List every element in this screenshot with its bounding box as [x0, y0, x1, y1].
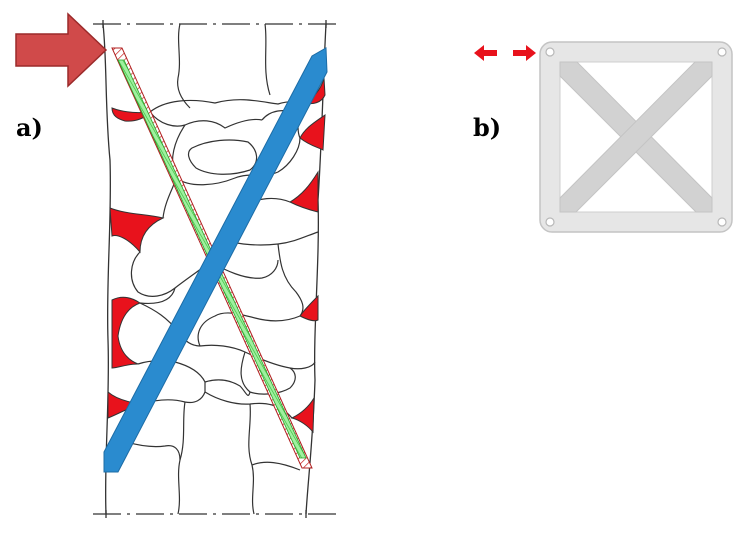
pin-joints	[545, 47, 727, 227]
panel-b-label: b)	[473, 113, 502, 142]
stone-outlines	[119, 23, 319, 515]
mortar-voids	[107, 77, 326, 434]
compression-strut-diagonal	[103, 47, 328, 473]
double-headed-arrow-icon	[474, 45, 536, 61]
braced-frame-panel	[474, 41, 733, 233]
right-arrow-icon	[15, 12, 108, 88]
panel-a-label: a)	[16, 113, 43, 142]
masonry-wall-panel	[15, 12, 340, 518]
wall-edges	[102, 23, 327, 515]
x-bracing	[559, 61, 713, 213]
